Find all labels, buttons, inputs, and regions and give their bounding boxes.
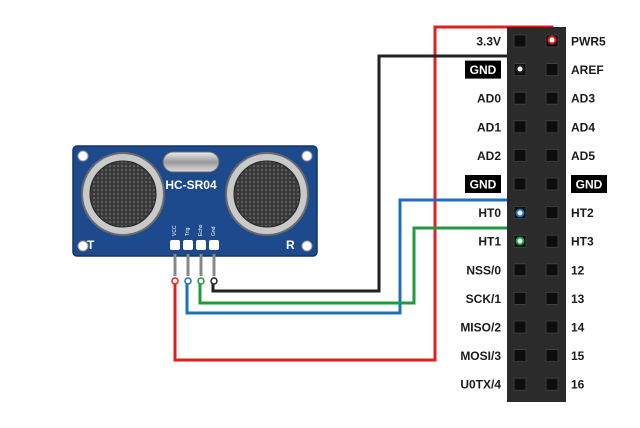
header-left-label: AD2 <box>477 149 501 163</box>
connector-pin-right-11 <box>545 349 559 363</box>
connector-pin-right-12 <box>545 377 559 391</box>
header-left-label: AD1 <box>477 120 501 134</box>
header-right-label: PWR5 <box>571 35 606 49</box>
header-right-label: 12 <box>571 263 585 277</box>
connector-pin-right-1 <box>545 63 559 76</box>
sensor-model-label: HC-SR04 <box>165 178 217 192</box>
gnd-label-background <box>465 175 501 193</box>
pin-label-vcc: VCC <box>172 225 178 236</box>
connector-pin-right-4 <box>545 148 559 162</box>
receiver-transducer <box>225 152 309 236</box>
header-left-label: HT0 <box>478 206 501 220</box>
connector-pin-left-2 <box>513 91 527 105</box>
header-left-label: GND <box>470 178 497 192</box>
header-left-label: MISO/2 <box>460 321 501 335</box>
connector-pin-right-7 <box>545 234 559 248</box>
connector-pin-left-4 <box>513 148 527 162</box>
sensor-pin-pads <box>170 240 219 250</box>
header-left-label: SCK/1 <box>466 292 502 306</box>
gnd-label-background <box>571 175 607 193</box>
sensor-pin-ends <box>171 277 218 285</box>
transmitter-transducer <box>81 152 165 236</box>
connector-pin-left-10 <box>513 320 527 334</box>
connector-pin-left-12 <box>513 377 527 391</box>
connector-wire-endpoints <box>515 35 557 246</box>
header-left-label: MOSI/3 <box>460 349 501 363</box>
header-left-label: HT1 <box>478 235 501 249</box>
crystal-oscillator <box>162 151 220 173</box>
header-right-label: 13 <box>571 292 585 306</box>
header-left-label: 3.3V <box>476 35 501 49</box>
connector-pin-left-11 <box>513 349 527 363</box>
header-right-label: AD5 <box>571 149 595 163</box>
header-right-label: GND <box>576 178 603 192</box>
connector-pin-right-5 <box>545 177 559 191</box>
connector-pin-left-5 <box>513 177 527 191</box>
header-left-label: NSS/0 <box>466 263 501 277</box>
header-right-label: HT3 <box>571 235 594 249</box>
sensor-header-pins <box>173 254 216 276</box>
connector-pin-right-9 <box>545 291 559 305</box>
gnd-label-background <box>465 60 501 79</box>
connector-pin-right-6 <box>545 206 559 220</box>
header-right-label: AREF <box>571 63 604 77</box>
connector-pin-right-3 <box>545 120 559 134</box>
connector-pin-left-3 <box>513 120 527 134</box>
header-left-label: GND <box>470 63 497 77</box>
sensor-side-r-label: R <box>286 238 295 252</box>
header-left-label: AD0 <box>477 92 501 106</box>
pin-label-echo: Echo <box>198 224 204 236</box>
header-right-label: 15 <box>571 349 585 363</box>
connector-pin-left-8 <box>513 263 527 277</box>
pin-label-trig: Trig <box>185 227 191 236</box>
header-right-label: AD4 <box>571 120 595 134</box>
connector-pin-right-2 <box>545 91 559 105</box>
header-right-label: HT2 <box>571 206 594 220</box>
connector-pin-right-10 <box>545 320 559 334</box>
header-left-label: U0TX/4 <box>460 378 501 392</box>
header-right-label: AD3 <box>571 92 595 106</box>
connector-pin-right-8 <box>545 263 559 277</box>
header-right-label: 16 <box>571 378 585 392</box>
connector-pin-left-0 <box>513 34 527 48</box>
header-right-label: 14 <box>571 321 585 335</box>
hc-sr04-sensor: HC-SR04 T R VCC Trig Echo Gnd <box>72 145 318 257</box>
sensor-side-t-label: T <box>87 238 95 252</box>
pin-label-gnd: Gnd <box>211 226 217 236</box>
connector-pin-left-9 <box>513 291 527 305</box>
